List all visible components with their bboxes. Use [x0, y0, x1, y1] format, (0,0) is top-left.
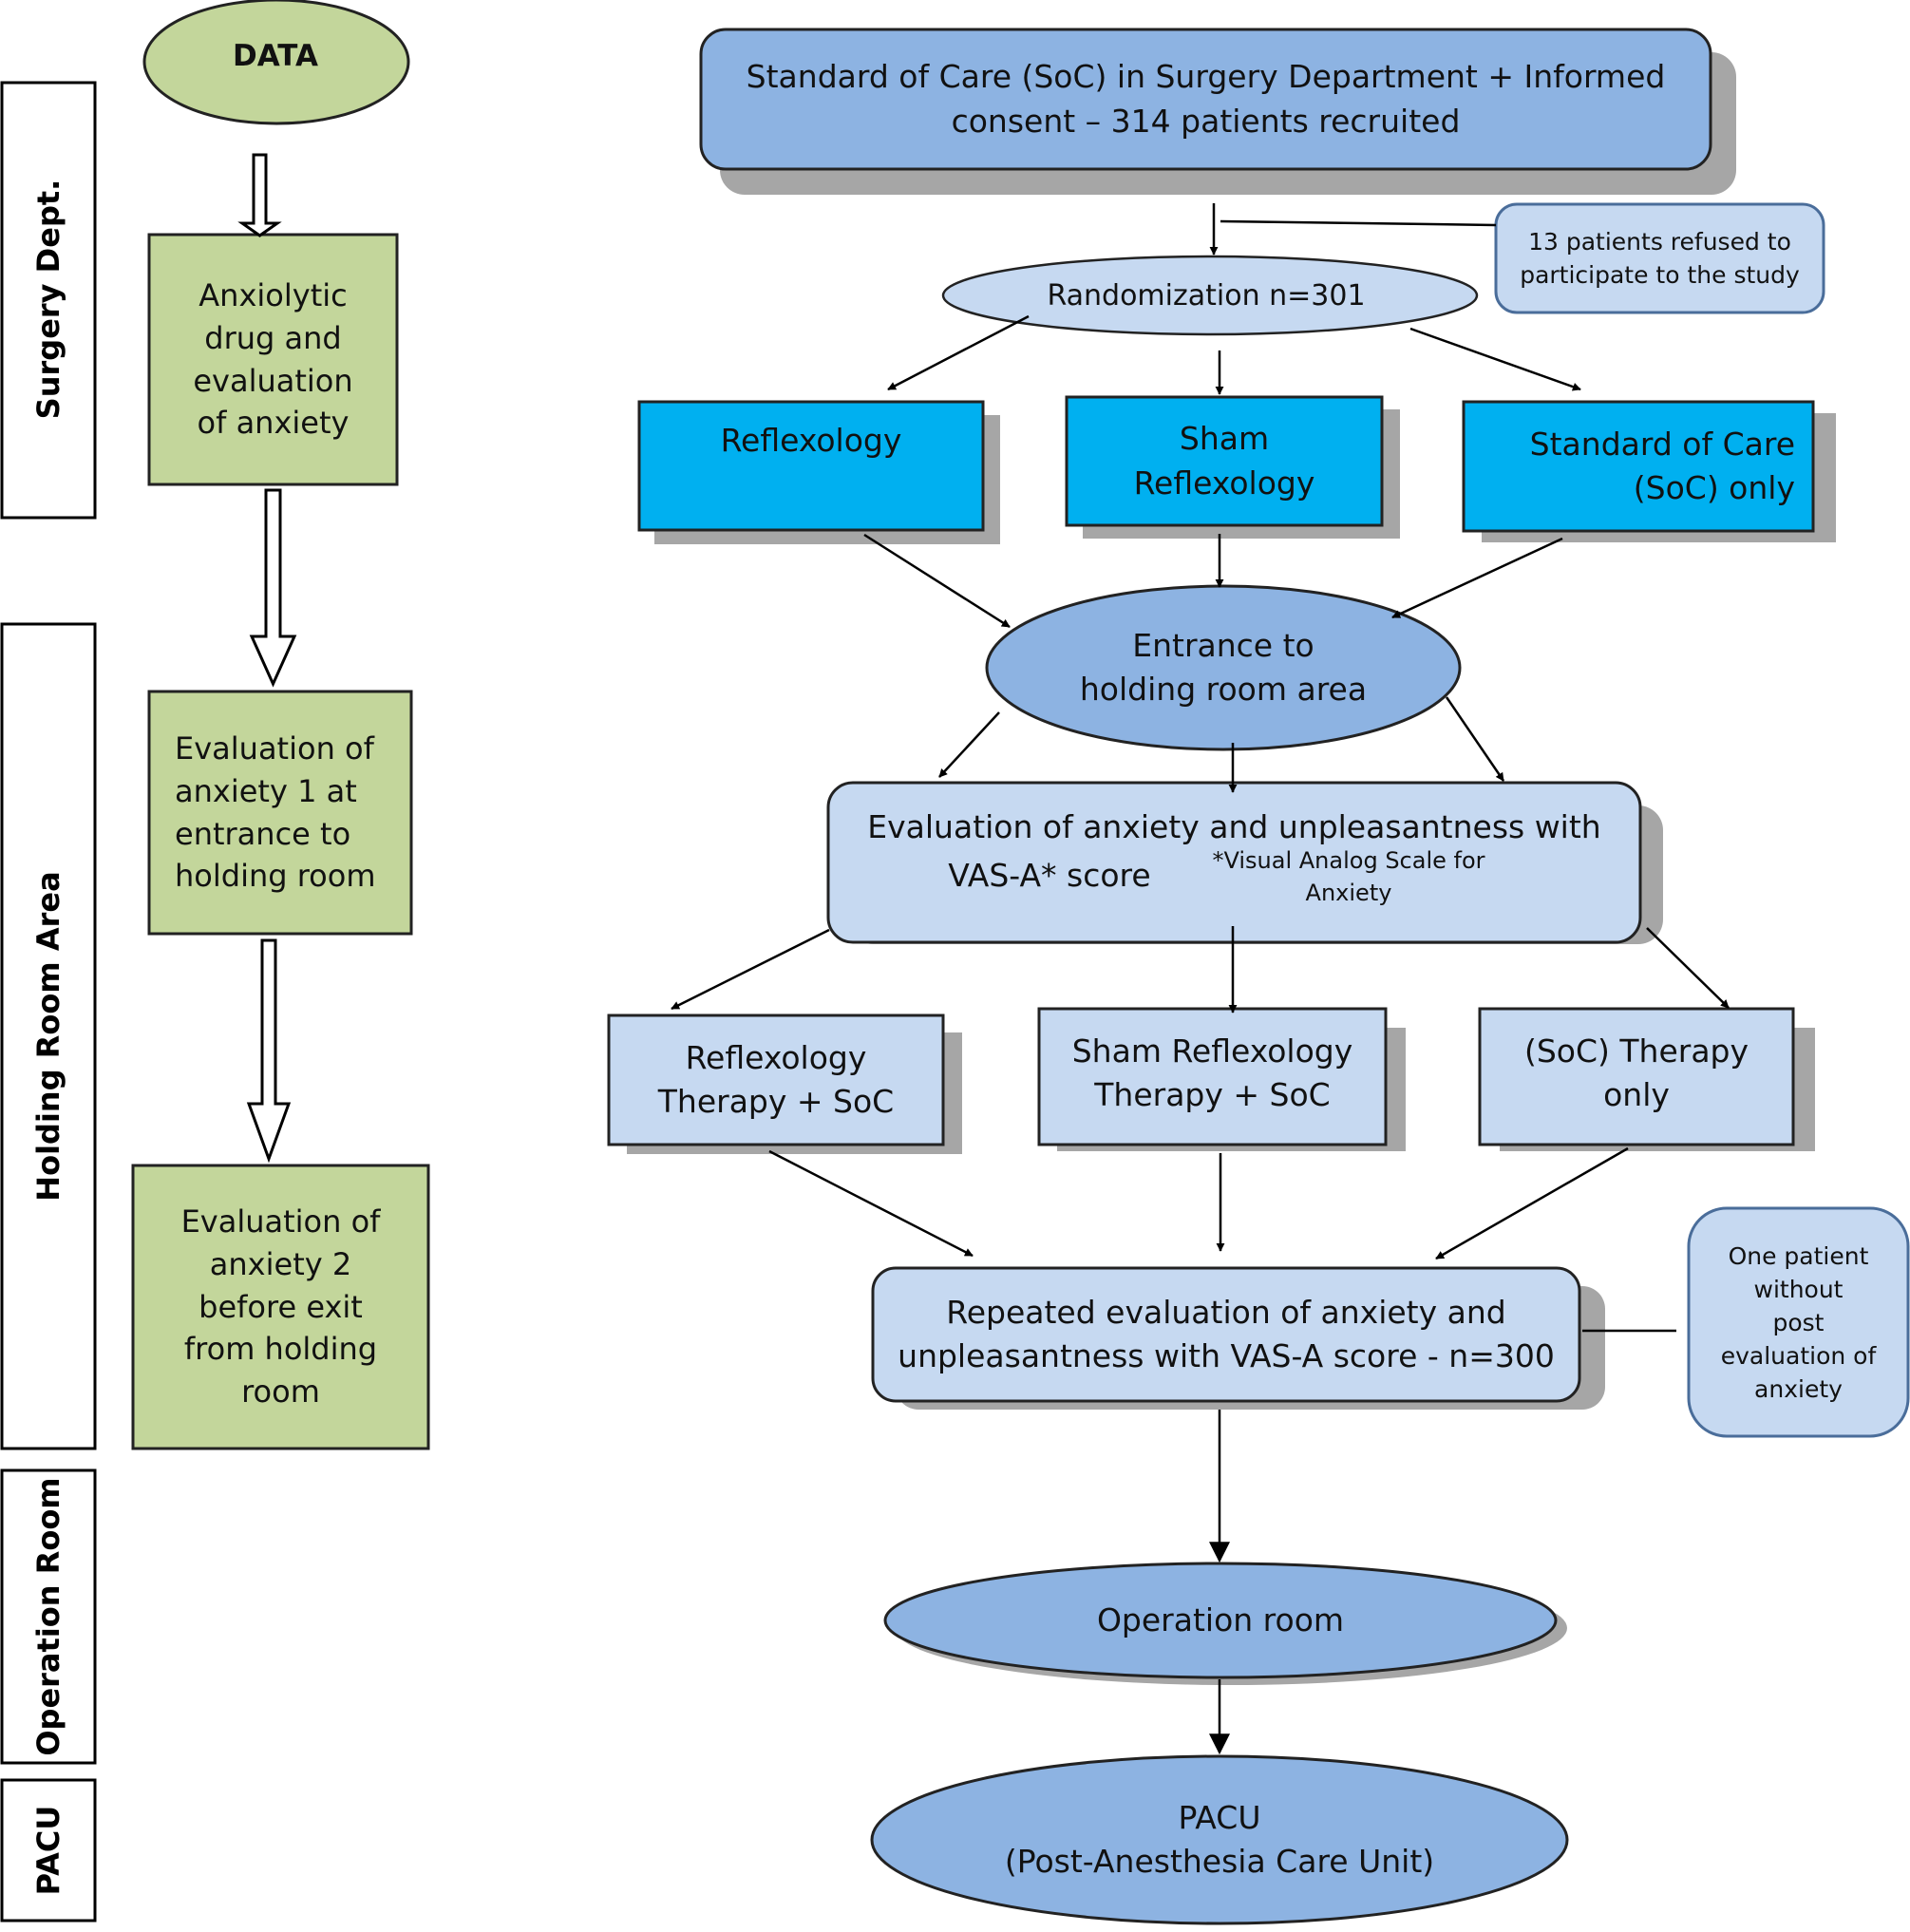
phase-frame-holding-room-area [0, 622, 97, 1450]
therapy-sham-label: Sham Reflexology Therapy + SoC [1071, 1032, 1353, 1113]
missing-note-box [1687, 1206, 1910, 1438]
arm-soc-box [1462, 400, 1815, 533]
phase-label-operation-room: Operation Room [30, 1477, 66, 1756]
recruitment-box [699, 28, 1712, 171]
therapy-reflexology-box [607, 1013, 945, 1146]
arm-reflexology-label: Reflexology [720, 421, 902, 459]
arm-sham-label: Sham Reflexology [1133, 420, 1315, 502]
hollow-arrow-1 [237, 153, 282, 237]
data-step2-label: Evaluation of anxiety 1 at entrance to h… [175, 729, 376, 895]
therapy-soc-box [1478, 1007, 1795, 1146]
data-header-ellipse [142, 0, 410, 125]
therapy-sham-box [1037, 1007, 1388, 1146]
phase-frame-surgery-dept [0, 81, 97, 520]
pacu-label: PACU (Post-Anesthesia Care Unit) [1004, 1798, 1435, 1880]
arm-reflexology-box [637, 400, 985, 532]
data-step1-box [147, 233, 399, 486]
therapy-reflexology-label: Reflexology Therapy + SoC [657, 1038, 895, 1120]
repeated-evaluation-label: Repeated evaluation of anxiety and unple… [898, 1293, 1555, 1374]
missing-note-label: One patient without post evaluation of a… [1720, 1241, 1877, 1403]
entrance-label: Entrance to holding room area [1079, 626, 1368, 708]
phase-label-holding-room-area: Holding Room Area [30, 871, 66, 1202]
evaluation-footnote-label: *Visual Analog Scale for Anxiety [1212, 847, 1485, 906]
arm-soc-label: Standard of Care (SoC) only [1529, 425, 1795, 506]
data-step3-label: Evaluation of anxiety 2 before exit from… [180, 1203, 381, 1411]
phase-frame-operation-room [0, 1468, 97, 1765]
evaluation-box [826, 781, 1642, 944]
operation-room-label: Operation room [1096, 1601, 1345, 1638]
pacu-ellipse [870, 1754, 1569, 1925]
phase-label-pacu: PACU [30, 1805, 66, 1896]
randomization-ellipse [941, 255, 1479, 336]
refused-note-label: 13 patients refused to participate to th… [1520, 228, 1800, 289]
operation-room-ellipse [883, 1562, 1558, 1679]
data-header-label: DATA [232, 39, 319, 74]
data-step2-box [147, 690, 413, 936]
data-step1-label: Anxiolytic drug and evaluation of anxiet… [193, 276, 353, 442]
therapy-soc-label: (SoC) Therapy only [1523, 1032, 1749, 1113]
phase-label-surgery-dept: Surgery Dept. [30, 179, 66, 420]
recruitment-label: Standard of Care (SoC) in Surgery Depart… [746, 58, 1666, 140]
phase-frame-pacu [0, 1778, 97, 1923]
evaluation-score-label: VAS-A* score [948, 856, 1151, 894]
data-step3-box [131, 1164, 430, 1450]
connectors [671, 203, 1730, 1755]
hollow-arrow-3 [246, 938, 292, 1164]
evaluation-main-label: Evaluation of anxiety and unpleasantness… [867, 807, 1601, 845]
repeated-evaluation-box [871, 1266, 1581, 1403]
refused-note-box [1494, 202, 1825, 314]
arm-sham-box [1065, 395, 1384, 527]
hollow-arrow-2 [249, 488, 297, 688]
randomization-label: Randomization n=301 [1047, 279, 1366, 313]
